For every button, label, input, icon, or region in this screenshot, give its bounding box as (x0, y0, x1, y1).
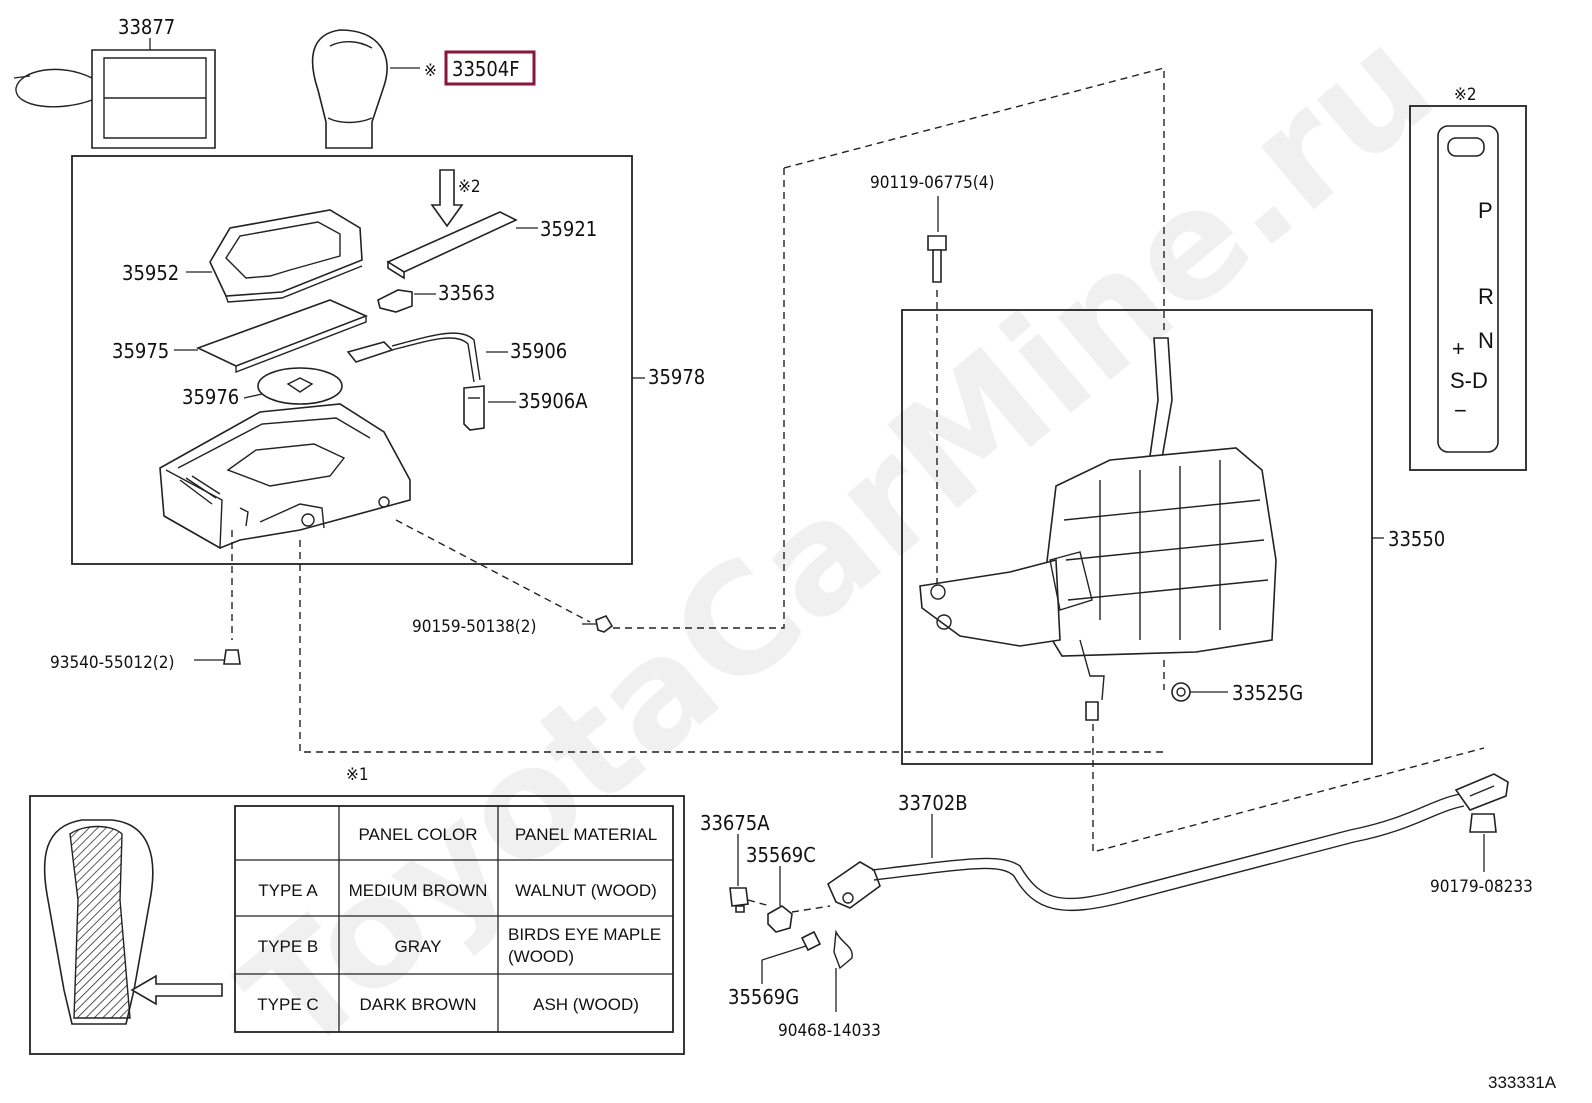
clip-33563[interactable] (377, 289, 436, 313)
shift-knob-33504F[interactable] (311, 29, 420, 149)
watermark: ToyotaCarMine.ru (211, 0, 1465, 1088)
table-header-panel-color: PANEL COLOR (358, 825, 477, 844)
label-33877: 33877 (118, 15, 175, 39)
label-35569G: 35569G (728, 985, 799, 1009)
table-cell-type-b-color: GRAY (395, 937, 442, 956)
console-housing[interactable] (159, 403, 411, 550)
label-90468: 90468-14033 (778, 1021, 881, 1041)
table-cell-type-c-material: ASH (WOOD) (533, 995, 639, 1014)
slide-plate-35975[interactable] (174, 299, 369, 374)
knob-panel-illustration (43, 819, 154, 1025)
bezel-35952[interactable] (186, 209, 363, 303)
bolt-33675A[interactable] (729, 834, 771, 913)
gate-SD: S-D (1450, 368, 1488, 393)
label-35976: 35976 (182, 385, 239, 409)
shift-gate-indicator (1409, 105, 1527, 471)
label-90159: 90159-50138(2) (412, 617, 536, 637)
assembly-box-33550 (901, 309, 1373, 765)
label-35978: 35978 (648, 365, 705, 389)
table-cell-type-b-material-line2: (WOOD) (508, 947, 574, 966)
label-35906: 35906 (510, 339, 567, 363)
clip-90468[interactable] (833, 929, 853, 1012)
washer-33525G[interactable] (1171, 682, 1228, 702)
bushing-35569G[interactable] (761, 930, 822, 984)
label-33550: 33550 (1388, 527, 1445, 551)
shift-cable-33702B[interactable] (826, 773, 1509, 912)
label-33563: 33563 (438, 281, 495, 305)
arrow-left-icon (130, 974, 223, 1006)
note-mark-33504F: ※ (424, 61, 437, 81)
note-2-top: ※2 (1454, 85, 1477, 105)
table-cell-type-a-color: MEDIUM BROWN (349, 881, 488, 900)
assembly-box-35978 (71, 155, 633, 565)
label-35975: 35975 (112, 339, 169, 363)
bolt-90119[interactable] (927, 196, 947, 588)
label-33504F: 33504F (452, 57, 520, 81)
note-1: ※1 (346, 765, 369, 785)
table-cell-type-b: TYPE B (258, 937, 318, 956)
wire-harness-35906[interactable] (346, 332, 516, 431)
disc-35976[interactable] (243, 367, 343, 405)
gate-minus: − (1454, 398, 1467, 423)
table-cell-type-a-material: WALNUT (WOOD) (515, 881, 657, 900)
label-35906A: 35906A (518, 389, 588, 413)
variant-box (29, 795, 685, 1055)
table-cell-type-a: TYPE A (258, 881, 318, 900)
dashed-guide-mid (610, 168, 785, 629)
label-33702B: 33702B (898, 791, 968, 815)
gate-plus: + (1452, 336, 1465, 361)
table-header-panel-material: PANEL MATERIAL (515, 825, 657, 844)
indicator-plate-35921[interactable] (386, 211, 538, 280)
highlight-box-33504F (444, 50, 536, 86)
variant-table (234, 805, 674, 1033)
bolt-90159[interactable] (395, 519, 614, 633)
label-35952: 35952 (122, 261, 179, 285)
shifter-assembly-33550[interactable] (919, 337, 1485, 853)
label-33675A: 33675A (700, 811, 770, 835)
label-35569C: 35569C (746, 843, 816, 867)
arrow-down-icon (430, 169, 464, 228)
label-35921: 35921 (540, 217, 597, 241)
gate-N: N (1478, 328, 1494, 353)
table-cell-type-c: TYPE C (257, 995, 318, 1014)
table-cell-type-b-material-line1: BIRDS EYE MAPLE (508, 925, 661, 944)
nut-90179[interactable] (1469, 813, 1497, 872)
dashed-guide-top (783, 67, 1165, 330)
gate-R: R (1478, 284, 1494, 309)
diagram-code: 333331A (1488, 1073, 1557, 1092)
label-90179: 90179-08233 (1430, 877, 1533, 897)
label-90119: 90119-06775(4) (870, 173, 994, 193)
bushing-35569C[interactable] (767, 866, 831, 933)
label-93540: 93540-55012(2) (50, 653, 174, 673)
table-cell-type-c-color: DARK BROWN (359, 995, 476, 1014)
gate-P: P (1478, 198, 1493, 223)
clip-93540[interactable] (194, 530, 241, 665)
label-33525G: 33525G (1232, 681, 1303, 705)
note-2-arrow: ※2 (458, 177, 481, 197)
plate-33877[interactable] (13, 38, 216, 149)
